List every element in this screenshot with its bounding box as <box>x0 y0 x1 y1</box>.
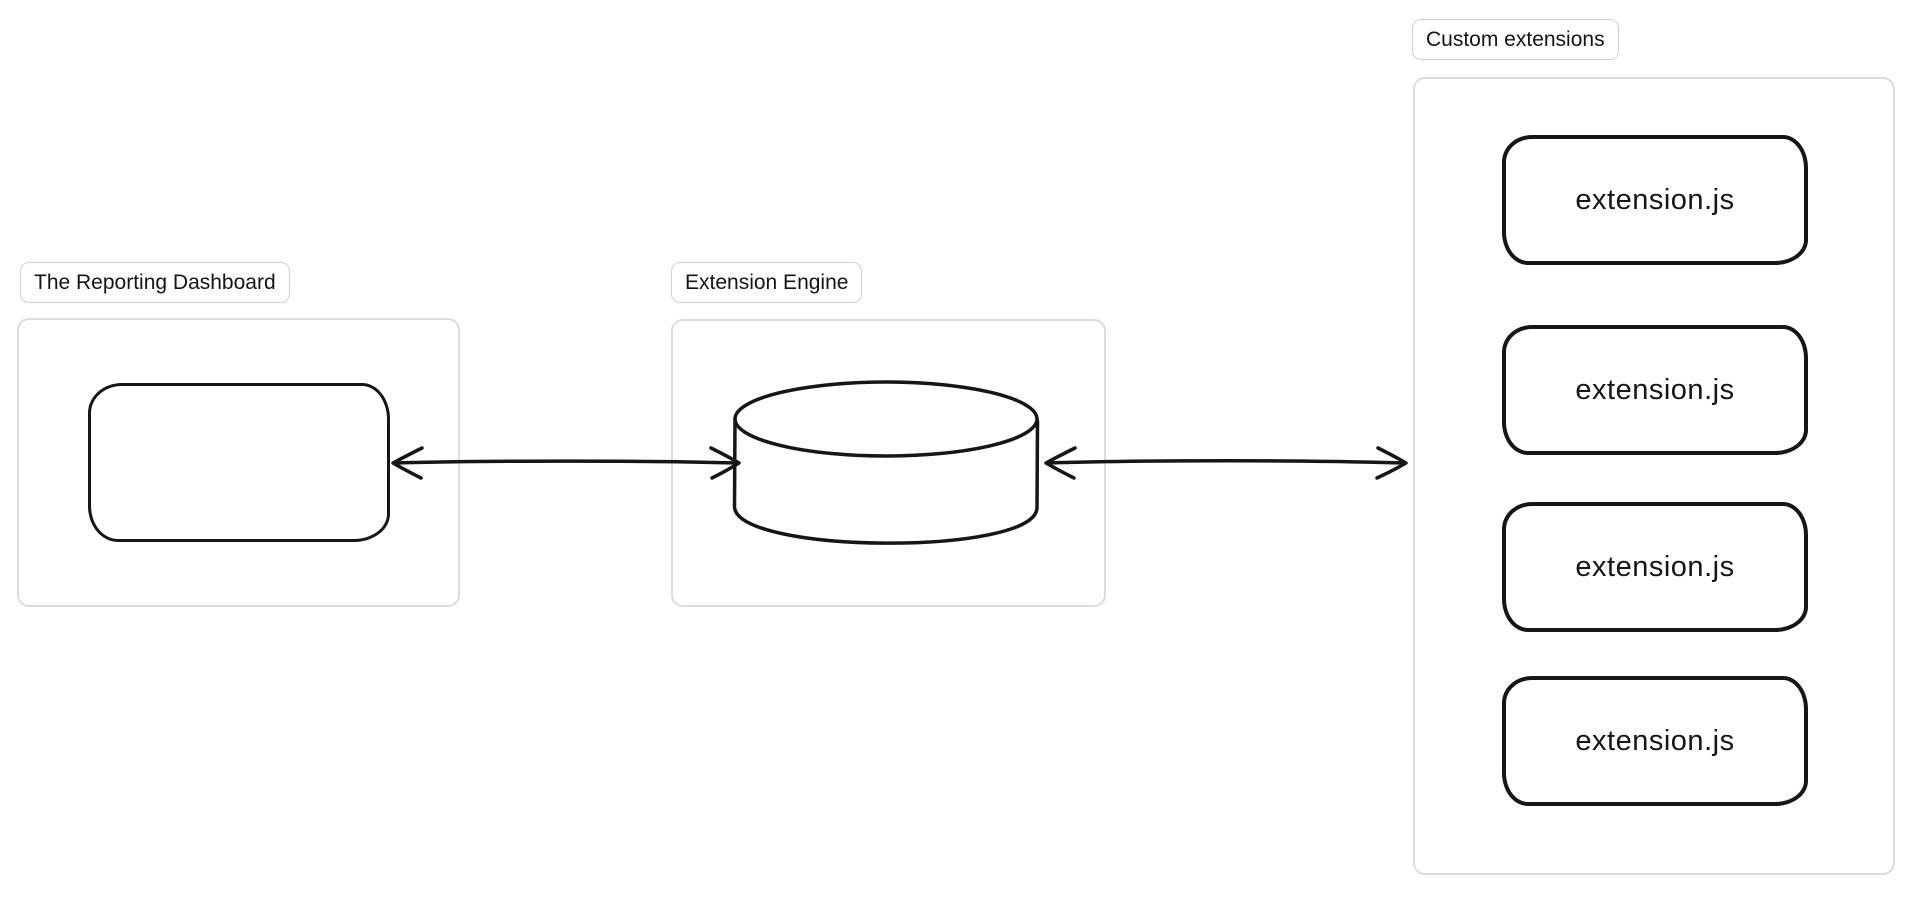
frame-extension-engine <box>671 319 1106 607</box>
extension-js-label: extension.js <box>1575 550 1735 583</box>
extension-js-node-2: extension.js <box>1502 325 1808 455</box>
extension-js-node-3: extension.js <box>1502 502 1808 632</box>
label-extension-engine: Extension Engine <box>671 262 863 304</box>
extension-js-label: extension.js <box>1575 724 1735 757</box>
label-custom-extensions: Custom extensions <box>1412 19 1619 61</box>
extension-js-label: extension.js <box>1575 183 1735 216</box>
extension-js-node-1: extension.js <box>1502 135 1808 265</box>
label-reporting-dashboard: The Reporting Dashboard <box>20 262 290 304</box>
extension-js-node-4: extension.js <box>1502 676 1808 806</box>
label-extension-engine-text: Extension Engine <box>685 271 849 294</box>
label-custom-extensions-text: Custom extensions <box>1426 28 1605 51</box>
extension-js-label: extension.js <box>1575 373 1735 406</box>
reporting-dashboard-node <box>88 383 390 542</box>
label-reporting-dashboard-text: The Reporting Dashboard <box>34 271 276 294</box>
